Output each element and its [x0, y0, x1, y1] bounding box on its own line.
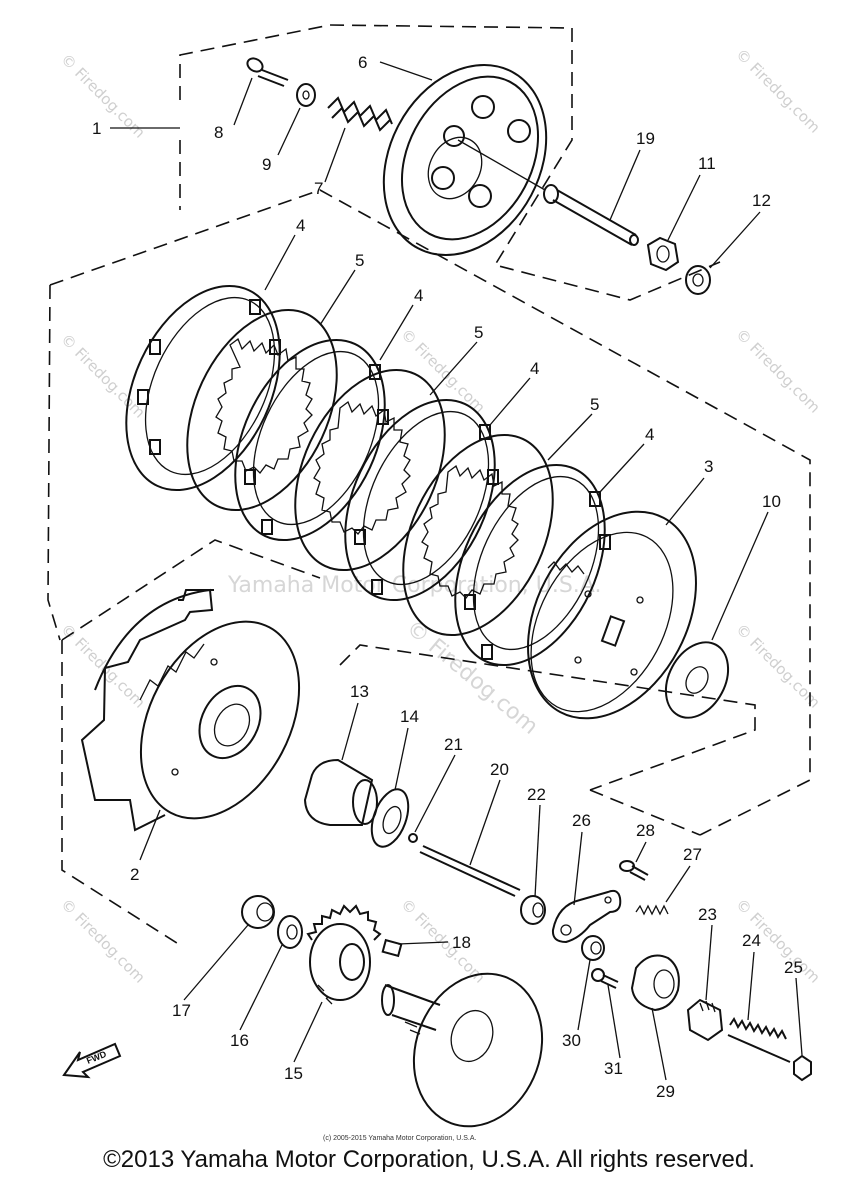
- thrust-washer: [664, 641, 730, 719]
- callout-8: 8: [214, 123, 223, 142]
- clutch-plate: [402, 433, 554, 637]
- callout-31: 31: [604, 1059, 623, 1078]
- clutch-plate: [186, 308, 338, 512]
- callout-4d: 4: [645, 425, 654, 444]
- housing-group-outline-bottom: [61, 640, 181, 946]
- callout-13: 13: [350, 682, 369, 701]
- callout-7: 7: [314, 179, 323, 198]
- spacer-washer: [370, 788, 410, 848]
- callout-26: 26: [572, 811, 591, 830]
- lock-nut: [646, 236, 680, 272]
- washer-12: [685, 265, 711, 295]
- push-rod: [457, 139, 639, 246]
- callout-10: 10: [762, 492, 781, 511]
- plates-group-outline-left: [47, 284, 61, 641]
- pressure-plate: [382, 63, 548, 257]
- copyright-footer: ©2013 Yamaha Motor Corporation, U.S.A. A…: [103, 1146, 755, 1173]
- callout-30: 30: [562, 1031, 581, 1050]
- washer: [296, 83, 316, 107]
- callout-labels: 1 2 3 4 4 4 4 5 5 5 6 7 8 9 10 11 12 13 …: [92, 53, 803, 1101]
- clutch-housing: [80, 588, 301, 832]
- plates-group-outline: [49, 189, 811, 836]
- callout-3: 3: [704, 457, 713, 476]
- adjuster-gear: [686, 998, 724, 1042]
- group-boundaries: [47, 24, 811, 946]
- callout-4a: 4: [296, 216, 305, 235]
- callout-29: 29: [656, 1082, 675, 1101]
- callout-18: 18: [452, 933, 471, 952]
- screw-31: [591, 968, 619, 989]
- primary-drive-gear: [306, 904, 382, 1005]
- callout-6: 6: [358, 53, 367, 72]
- boss-group-outline: [339, 644, 756, 791]
- forward-direction-arrow: FWD: [62, 1042, 122, 1079]
- watermark-center: Yamaha Motor Corporation, U.S.A.: [227, 573, 601, 598]
- housing-group-outline: [61, 539, 321, 641]
- lever-spring: [635, 904, 669, 916]
- adjusting-screw: [727, 1017, 791, 1063]
- push-lever: [551, 889, 622, 944]
- callout-28: 28: [636, 821, 655, 840]
- small-copyright: (c) 2005-2015 Yamaha Motor Corporation, …: [323, 1135, 476, 1142]
- callout-4c: 4: [530, 359, 539, 378]
- callout-5b: 5: [474, 323, 483, 342]
- callout-2: 2: [130, 865, 139, 884]
- collar: [520, 895, 546, 925]
- callout-14: 14: [400, 707, 419, 726]
- adjuster-nut: [793, 1054, 812, 1082]
- spacer-bushing: [303, 758, 378, 826]
- lever-collar: [581, 935, 605, 961]
- callout-1: 1: [92, 119, 101, 138]
- watermark: © Firedog.com: [57, 895, 149, 987]
- callout-5c: 5: [590, 395, 599, 414]
- clutch-boss: [527, 510, 697, 720]
- callout-4b: 4: [414, 286, 423, 305]
- watermark-layer: © Firedog.com © Firedog.com © Firedog.co…: [57, 45, 824, 987]
- leader-lines: [110, 61, 803, 1081]
- primary-drive-washer: [277, 915, 303, 949]
- clutch-plate: [294, 368, 446, 572]
- callout-16: 16: [230, 1031, 249, 1050]
- callout-19: 19: [636, 129, 655, 148]
- callout-15: 15: [284, 1064, 303, 1083]
- screw: [246, 57, 289, 87]
- pressure-plate-group-outline: [179, 24, 721, 301]
- watermark: © Firedog.com: [732, 325, 824, 417]
- callout-5a: 5: [355, 251, 364, 270]
- callout-9: 9: [262, 155, 271, 174]
- callout-24: 24: [742, 931, 761, 950]
- friction-plate: [234, 338, 389, 542]
- push-rod-2: [419, 845, 521, 897]
- watermark: © Firedog.com: [732, 45, 824, 137]
- primary-drive-collar: [241, 895, 275, 929]
- woodruff-key: [381, 938, 403, 958]
- watermark-firedog: © Firedog.com: [401, 615, 542, 739]
- callout-20: 20: [490, 760, 509, 779]
- callout-23: 23: [698, 905, 717, 924]
- steel-ball: [408, 833, 418, 843]
- friction-plate: [125, 284, 281, 492]
- callout-22: 22: [527, 785, 546, 804]
- screw-28: [619, 860, 649, 881]
- callout-25: 25: [784, 958, 803, 977]
- friction-plate: [454, 463, 611, 667]
- crankshaft: [381, 972, 544, 1128]
- callout-27: 27: [683, 845, 702, 864]
- watermark: © Firedog.com: [397, 895, 489, 987]
- clutch-spring: [327, 96, 393, 132]
- callout-21: 21: [444, 735, 463, 754]
- callout-11: 11: [698, 154, 716, 173]
- callout-12: 12: [752, 191, 771, 210]
- boss-group-outline-lower: [589, 789, 701, 836]
- callout-17: 17: [172, 1001, 191, 1020]
- adjuster-cover: [630, 954, 680, 1012]
